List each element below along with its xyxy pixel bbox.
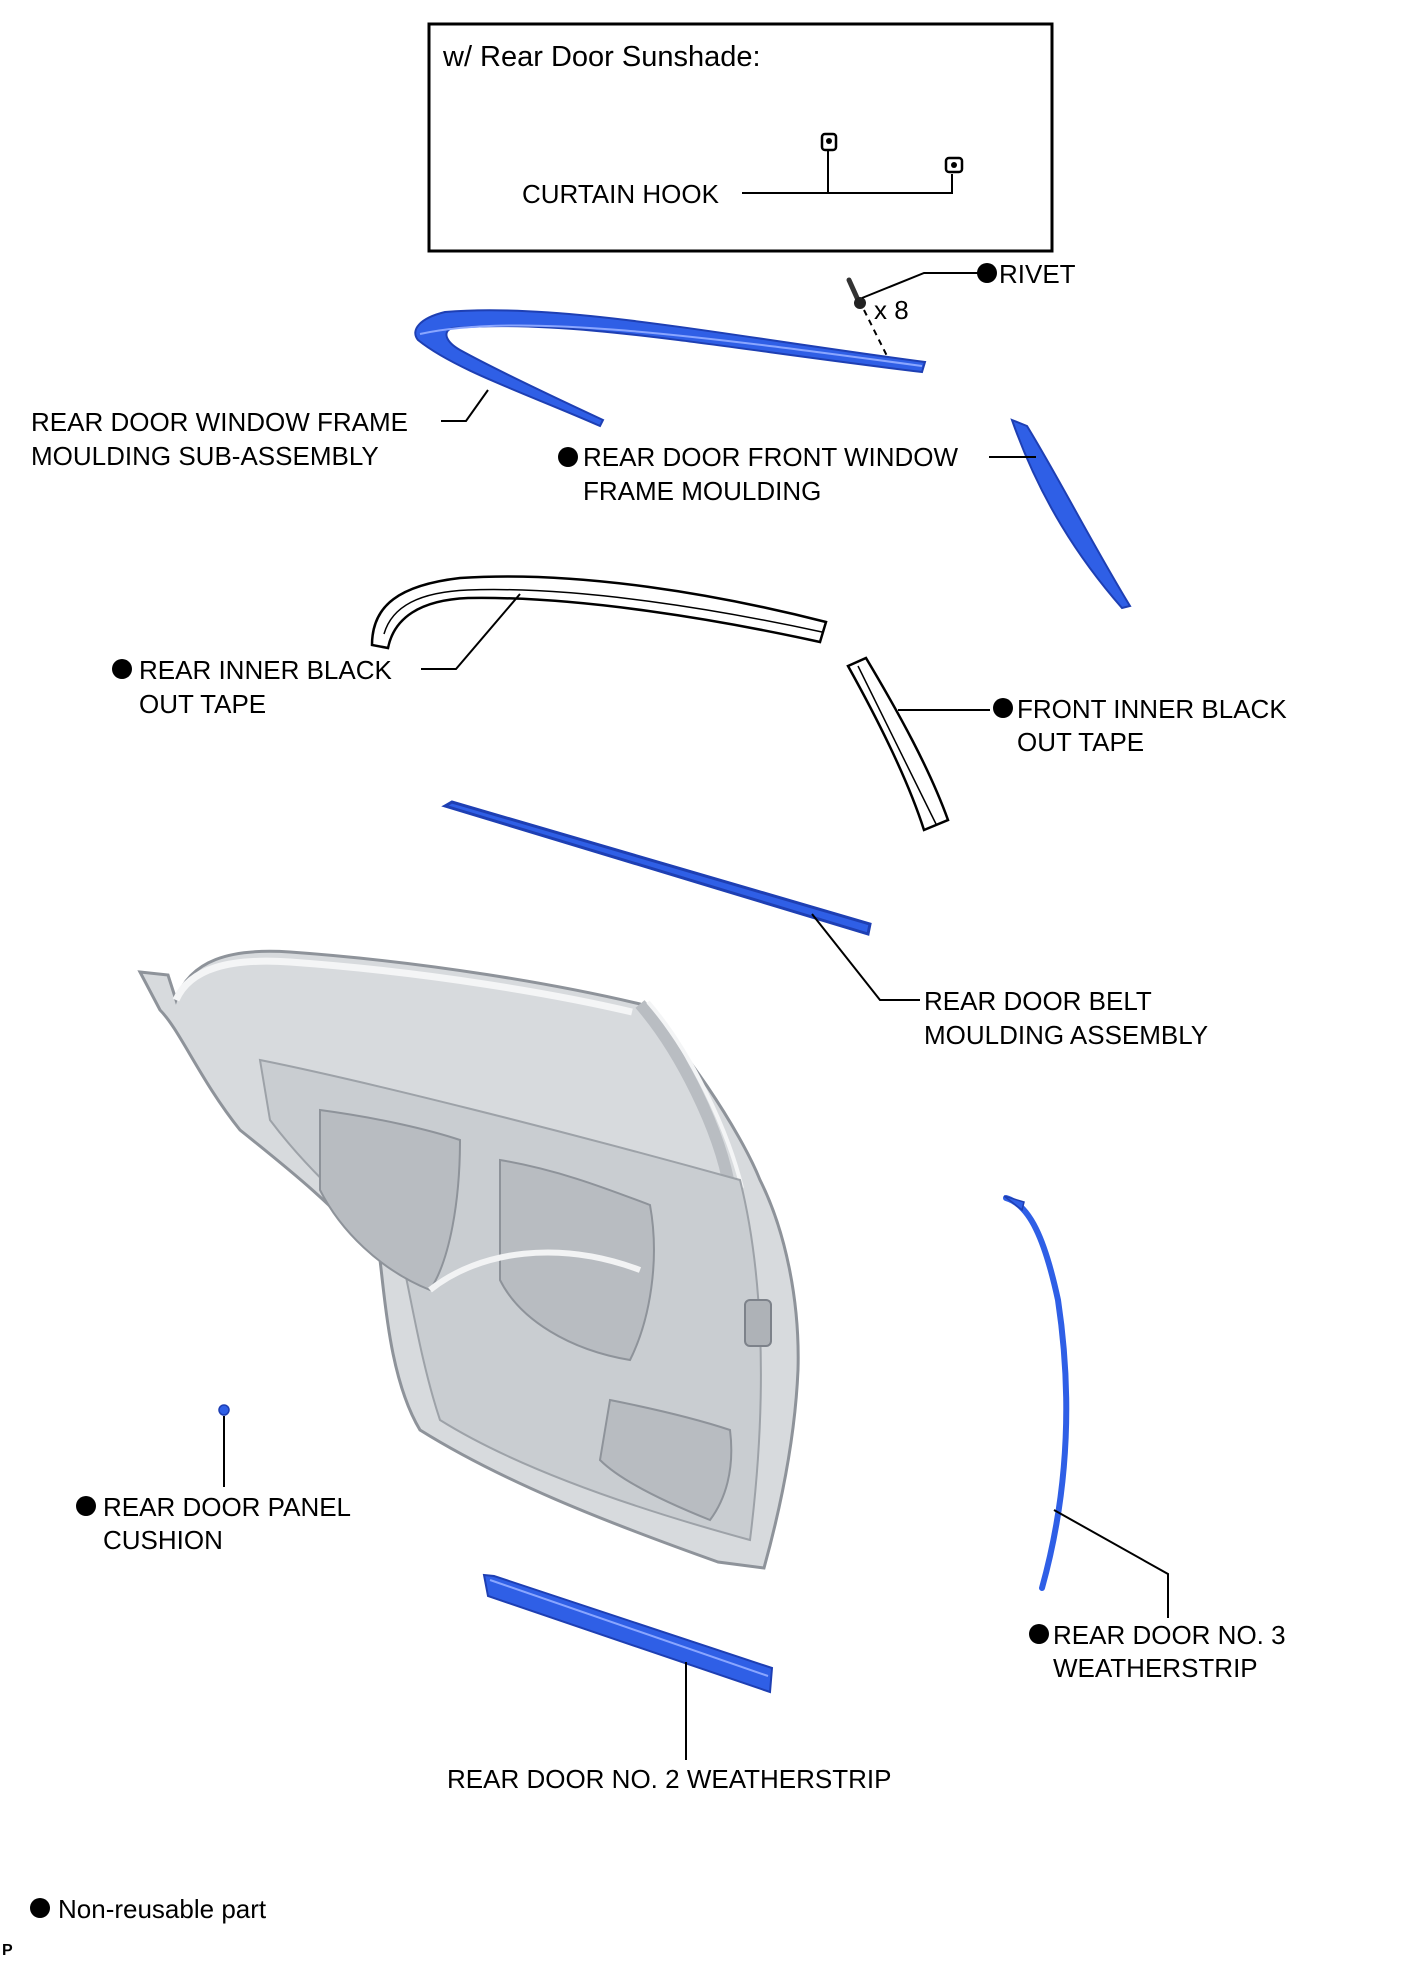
rear-door-belt-moulding-part [441, 800, 872, 936]
door-window-frame-top [172, 957, 633, 1016]
inset-title: w/ Rear Door Sunshade: [442, 41, 761, 73]
door-regulator-track [428, 1249, 642, 1293]
rear-door-no2-weatherstrip: REAR DOOR NO. 2 WEATHERSTRIP [447, 1573, 891, 1794]
front-inner-tape-label-line1: FRONT INNER BLACK [1017, 694, 1287, 724]
rear-inner-black-out-tape: REAR INNER BLACK OUT TAPE [112, 575, 828, 719]
no2-weatherstrip-part [482, 1573, 774, 1694]
front-inner-black-out-tape-part [846, 656, 950, 832]
curtain-hook-icon [944, 156, 964, 174]
curtain-hook-leader [742, 174, 953, 194]
non-reusable-marker [558, 447, 578, 467]
rear-door-panel-cushion: REAR DOOR PANEL CUSHION [76, 1404, 351, 1555]
rivet-quantity: x 8 [874, 295, 909, 325]
door-window-frame-rear-highlight [646, 1000, 744, 1189]
curtain-hook-icon [820, 132, 838, 152]
rivet-label: RIVET [999, 259, 1076, 289]
rivet-leader [861, 272, 978, 299]
no3-weatherstrip-tip [1003, 1195, 1025, 1212]
belt-moulding-leader [811, 913, 920, 1001]
no3-weatherstrip-label-line1: REAR DOOR NO. 3 [1053, 1620, 1286, 1650]
door-window-frame-rear [635, 1000, 736, 1191]
rear-inner-tape-label-line2: OUT TAPE [139, 689, 266, 719]
non-reusable-marker [112, 659, 132, 679]
front-window-frame-moulding: REAR DOOR FRONT WINDOW FRAME MOULDING [558, 418, 1132, 610]
window-frame-moulding: REAR DOOR WINDOW FRAME MOULDING SUB-ASSE… [31, 309, 927, 471]
inset-frame [427, 22, 1054, 253]
belt-moulding-label-line2: MOULDING ASSEMBLY [924, 1020, 1208, 1050]
front-inner-tape-label-line2: OUT TAPE [1017, 727, 1144, 757]
window-frame-moulding-part [414, 309, 927, 428]
rivet-dashed-leader [863, 309, 891, 363]
window-frame-label-line1: REAR DOOR WINDOW FRAME [31, 407, 408, 437]
rear-door-no3-weatherstrip: REAR DOOR NO. 3 WEATHERSTRIP [1003, 1195, 1286, 1683]
window-frame-leader [441, 389, 489, 422]
non-reusable-marker [30, 1898, 50, 1918]
panel-cushion-label-line1: REAR DOOR PANEL [103, 1492, 351, 1522]
legend-non-reusable-label: Non-reusable part [58, 1894, 267, 1924]
non-reusable-marker [76, 1496, 96, 1516]
no2-weatherstrip-label: REAR DOOR NO. 2 WEATHERSTRIP [447, 1764, 891, 1794]
no3-weatherstrip-part [1003, 1195, 1070, 1591]
door-latch-connector [744, 1299, 772, 1347]
front-inner-tape-edge [857, 665, 937, 825]
window-frame-label-line2: MOULDING SUB-ASSEMBLY [31, 441, 379, 471]
sunshade-inset: w/ Rear Door Sunshade: CURTAIN HOOK [427, 22, 1054, 253]
window-frame-moulding-edge [419, 324, 923, 367]
door-service-hole [319, 1108, 462, 1292]
rear-door-belt-moulding: REAR DOOR BELT MOULDING ASSEMBLY [441, 800, 1208, 1050]
rear-inner-black-out-tape-inner-edge [383, 588, 823, 635]
no2-weatherstrip-edge [489, 1579, 769, 1677]
rear-door-panel [137, 949, 800, 1570]
rear-inner-tape-label-line1: REAR INNER BLACK [139, 655, 392, 685]
rear-inner-tape-leader [421, 593, 521, 670]
door-service-hole [499, 1158, 655, 1362]
front-window-label-line2: FRAME MOULDING [583, 476, 821, 506]
non-reusable-marker [993, 698, 1013, 718]
panel-cushion-part [218, 1404, 230, 1416]
front-window-label-line1: REAR DOOR FRONT WINDOW [583, 442, 959, 472]
non-reusable-marker [977, 263, 997, 283]
corner-mark: P [2, 1942, 13, 1959]
legend: Non-reusable part [30, 1894, 267, 1924]
no3-weatherstrip-leader [1053, 1509, 1169, 1618]
rivet-icon [846, 277, 866, 309]
non-reusable-marker [1029, 1624, 1049, 1644]
panel-cushion-label-line2: CUSHION [103, 1525, 223, 1555]
front-window-frame-moulding-part [1010, 418, 1132, 610]
door-lower-opening [598, 1398, 733, 1522]
rivet-group: RIVET x 8 [846, 259, 1076, 363]
front-inner-black-out-tape: FRONT INNER BLACK OUT TAPE [846, 656, 1287, 832]
curtain-hook-label: CURTAIN HOOK [522, 179, 720, 209]
no3-weatherstrip-label-line2: WEATHERSTRIP [1053, 1653, 1258, 1683]
rear-inner-black-out-tape-part [370, 575, 828, 650]
belt-moulding-label-line1: REAR DOOR BELT [924, 986, 1152, 1016]
